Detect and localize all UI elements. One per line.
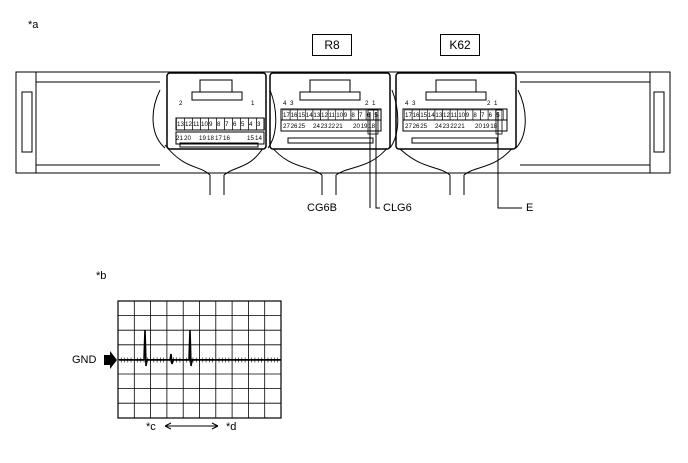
pin-number-11: 11 <box>329 112 336 119</box>
pin-number-6: 6 <box>233 121 237 128</box>
pin-number-10: 10 <box>458 112 465 119</box>
pin-number-9: 9 <box>344 112 348 119</box>
pin-number-10: 10 <box>336 112 343 119</box>
pin-number-5: 5 <box>241 121 245 128</box>
c-label: *c <box>146 421 156 433</box>
pin-number-22: 22 <box>328 123 335 130</box>
pin-number-21: 21 <box>176 135 183 142</box>
pin-number-22: 22 <box>450 123 457 130</box>
gnd-label: GND <box>72 354 97 366</box>
pin-number-3: 3 <box>412 100 416 107</box>
pin-number-7: 7 <box>359 112 363 119</box>
pin-number-24: 24 <box>313 123 320 130</box>
pin-number-12: 12 <box>443 112 450 119</box>
pin-number-3: 3 <box>257 121 261 128</box>
figure-b-label: *b <box>96 270 107 282</box>
d-label: *d <box>226 421 237 433</box>
figure-a-label: *a <box>28 19 39 31</box>
leader-lines <box>369 112 522 209</box>
pin-number-4: 4 <box>405 100 409 107</box>
pin-number-27: 27 <box>283 123 290 130</box>
pin-number-1: 1 <box>494 100 498 107</box>
pin-number-15: 15 <box>298 112 305 119</box>
pin-number-17: 17 <box>215 135 222 142</box>
connector-clips <box>152 89 526 149</box>
gnd-arrow-icon <box>104 351 117 369</box>
pin-number-13: 13 <box>435 112 442 119</box>
pin-number-10: 10 <box>201 121 208 128</box>
cg6b-clg6-pin-highlight <box>367 109 379 135</box>
pin-number-14: 14 <box>306 112 313 119</box>
pin-number-16: 16 <box>413 112 420 119</box>
pin-number-24: 24 <box>435 123 442 130</box>
pin-number-16: 16 <box>291 112 298 119</box>
pin-number-15: 15 <box>420 112 427 119</box>
pin-number-13: 13 <box>177 121 184 128</box>
time-span-arrow-icon <box>164 422 219 430</box>
pin-number-6: 6 <box>489 112 493 119</box>
wire-harness <box>164 144 516 195</box>
pin-number-4: 4 <box>249 121 253 128</box>
pin-number-18: 18 <box>490 123 497 130</box>
terminal-label-e: E <box>526 202 534 214</box>
pin-number-8: 8 <box>217 121 221 128</box>
pin-number-26: 26 <box>413 123 420 130</box>
pin-number-19: 19 <box>361 123 368 130</box>
pin-number-17: 17 <box>405 112 412 119</box>
pin-number-19: 19 <box>483 123 490 130</box>
pin-number-14: 14 <box>428 112 435 119</box>
terminal-label-cg6b: CG6B <box>307 202 337 214</box>
pin-number-18: 18 <box>207 135 214 142</box>
pin-number-25: 25 <box>298 123 305 130</box>
pin-number-2: 2 <box>365 100 369 107</box>
terminal-label-clg6: CLG6 <box>383 202 412 214</box>
e-pin-highlight <box>495 109 503 135</box>
pin-number-11: 11 <box>451 112 458 119</box>
pin-number-20: 20 <box>353 123 360 130</box>
pin-number-12: 12 <box>185 121 192 128</box>
pin-number-21: 21 <box>336 123 343 130</box>
connector-label-k62: K62 <box>440 34 480 56</box>
pin-number-3: 3 <box>290 100 294 107</box>
pin-number-9: 9 <box>209 121 213 128</box>
pin-number-27: 27 <box>405 123 412 130</box>
signal-waveform <box>119 329 281 367</box>
pin-number-8: 8 <box>351 112 355 119</box>
connector-2 <box>269 72 391 150</box>
pin-number-18: 18 <box>368 123 375 130</box>
pin-number-8: 8 <box>473 112 477 119</box>
pin-number-2: 2 <box>179 100 183 107</box>
pin-number-23: 23 <box>321 123 328 130</box>
pin-number-15: 15 <box>247 135 254 142</box>
pin-number-12: 12 <box>321 112 328 119</box>
pin-number-20: 20 <box>475 123 482 130</box>
pin-number-11: 11 <box>193 121 200 128</box>
pin-number-1: 1 <box>251 100 255 107</box>
pin-number-26: 26 <box>291 123 298 130</box>
pin-number-17: 17 <box>283 112 290 119</box>
pin-number-7: 7 <box>225 121 229 128</box>
pin-number-13: 13 <box>313 112 320 119</box>
connector-3 <box>395 72 517 150</box>
pin-number-6: 6 <box>367 112 371 119</box>
pin-number-20: 20 <box>184 135 191 142</box>
pin-cell <box>256 117 265 131</box>
pin-number-19: 19 <box>199 135 206 142</box>
connector-label-r8: R8 <box>312 34 352 56</box>
pin-number-14: 14 <box>255 135 262 142</box>
pin-number-23: 23 <box>443 123 450 130</box>
pin-number-21: 21 <box>458 123 465 130</box>
pin-number-4: 4 <box>283 100 287 107</box>
pin-number-9: 9 <box>466 112 470 119</box>
pin-number-7: 7 <box>481 112 485 119</box>
pin-number-25: 25 <box>420 123 427 130</box>
pin-number-1: 1 <box>372 100 376 107</box>
pin-number-2: 2 <box>487 100 491 107</box>
pin-number-16: 16 <box>223 135 230 142</box>
